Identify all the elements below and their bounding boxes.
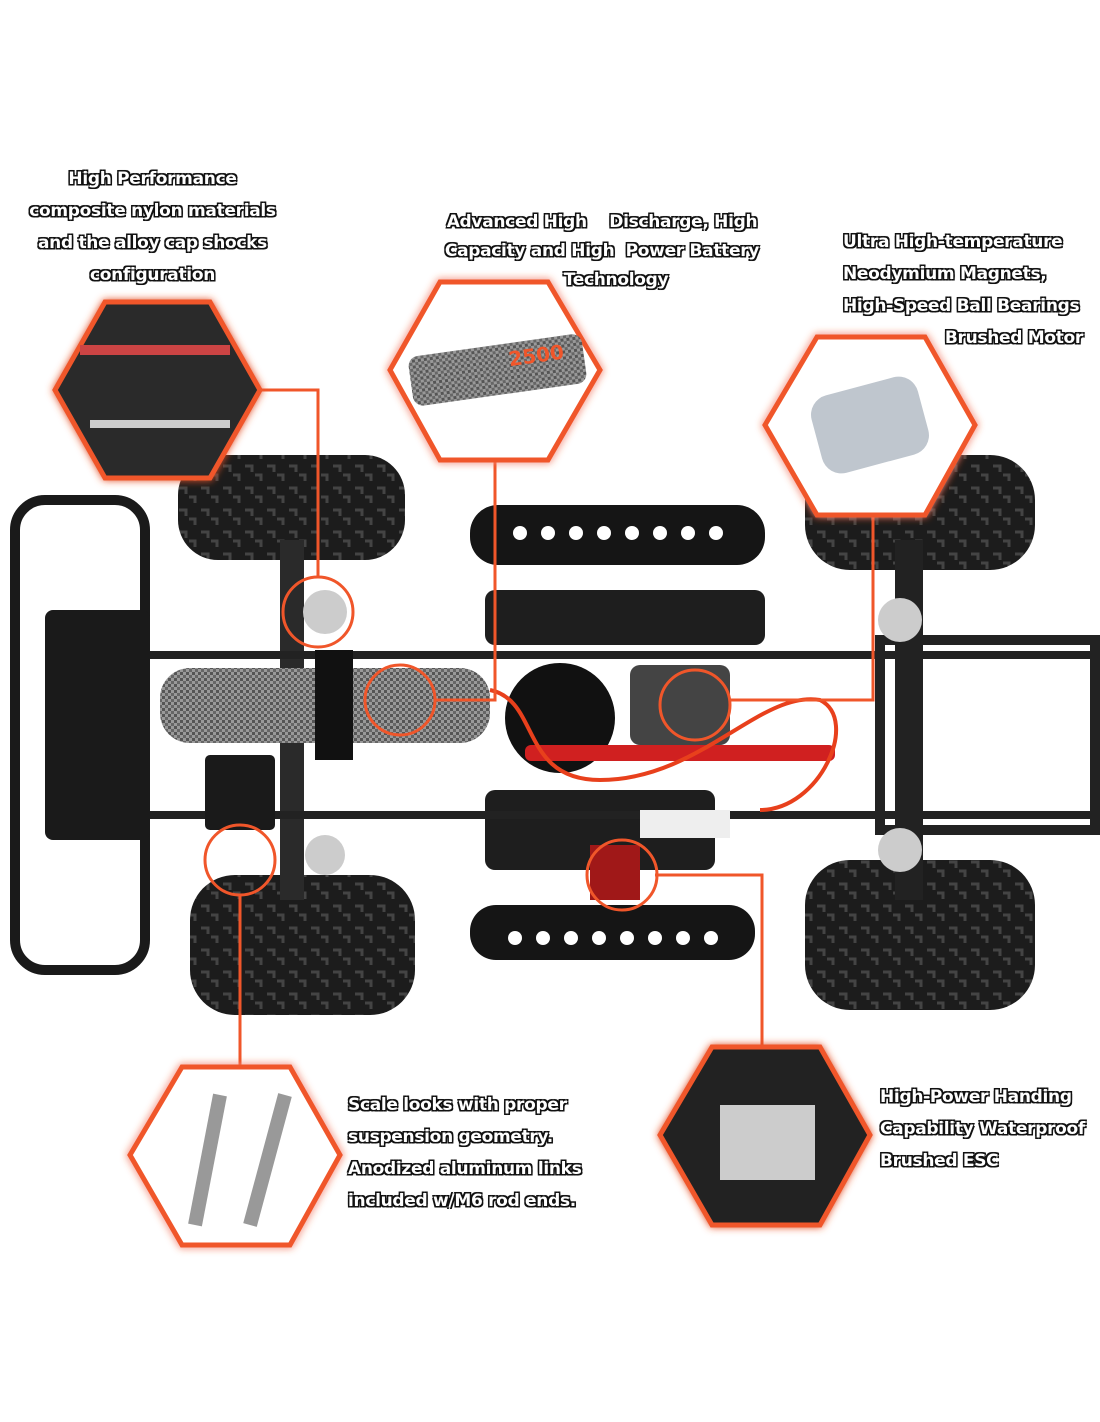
motor-image [811, 376, 929, 474]
caption-shocks-top: High Performance composite nylon materia… [25, 163, 280, 291]
caption-line: and the alloy cap shocks [38, 233, 267, 253]
highlight-battery [363, 663, 437, 737]
caption-esc: High-Power Handing Capability Waterproof… [880, 1081, 1095, 1177]
caption-line: composite nylon materials [29, 201, 276, 221]
esc-unit [590, 845, 640, 900]
highlight-esc [585, 838, 659, 912]
tire-front-bottom [190, 875, 415, 1015]
highlight-motor [658, 668, 732, 742]
hex-shocks-top [52, 299, 263, 481]
caption-line: High-Power Handing [880, 1087, 1072, 1107]
skid-plate-top [470, 505, 765, 565]
motor [630, 665, 730, 745]
tire-front-top [178, 455, 405, 560]
caption-suspension: Scale looks with proper suspension geome… [348, 1089, 588, 1217]
truck-chassis [10, 455, 1100, 1015]
hex-suspension [127, 1064, 343, 1248]
highlight-shock [281, 575, 355, 649]
caption-line: Neodymium Magnets, [843, 264, 1047, 284]
callout-lines [203, 388, 875, 1065]
tire-rear-bottom [805, 860, 1035, 1010]
caption-line: Capability Waterproof [880, 1119, 1086, 1139]
hex-motor [762, 334, 978, 518]
skid-plate-bottom [470, 905, 755, 960]
caption-line: suspension geometry. [348, 1127, 553, 1147]
caption-line: High Performance [68, 169, 237, 189]
caption-line: Advanced High Discharge, High [446, 212, 758, 232]
caption-line: Brushed Motor [944, 328, 1083, 348]
caption-line: High-Speed Ball Bearings [843, 296, 1080, 316]
caption-line: Capacity and High Power Battery [444, 241, 760, 261]
caption-battery: Advanced High Discharge, High Capacity a… [432, 208, 772, 295]
caption-line: included w/M6 rod ends. [348, 1191, 576, 1211]
caption-line: Anodized aluminum links [348, 1159, 582, 1179]
caption-line: Technology [563, 270, 669, 290]
caption-line: Brushed ESC [880, 1151, 999, 1171]
battery-image [408, 334, 587, 406]
caption-motor: Ultra High-temperature Neodymium Magnets… [843, 226, 1083, 354]
caption-line: Ultra High-temperature [843, 232, 1063, 252]
highlight-link [203, 823, 277, 897]
hex-esc [657, 1044, 873, 1228]
caption-line: configuration [89, 265, 216, 285]
hex-battery: 2500 [387, 279, 603, 463]
caption-line: Scale looks with proper [348, 1095, 567, 1115]
